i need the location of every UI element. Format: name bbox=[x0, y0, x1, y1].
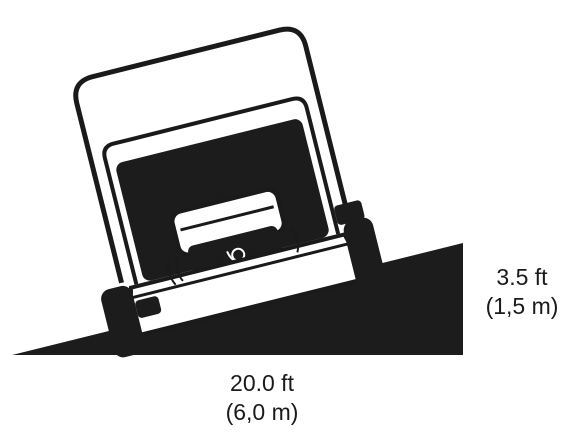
slope-height-imperial: 3.5 ft bbox=[470, 263, 574, 292]
slope-length-label: 20.0 ft (6,0 m) bbox=[198, 369, 326, 427]
slope-length-metric: (6,0 m) bbox=[198, 398, 326, 427]
slope-height-label: 3.5 ft (1,5 m) bbox=[470, 263, 574, 321]
slope-height-metric: (1,5 m) bbox=[470, 292, 574, 321]
slope-length-imperial: 20.0 ft bbox=[198, 369, 326, 398]
